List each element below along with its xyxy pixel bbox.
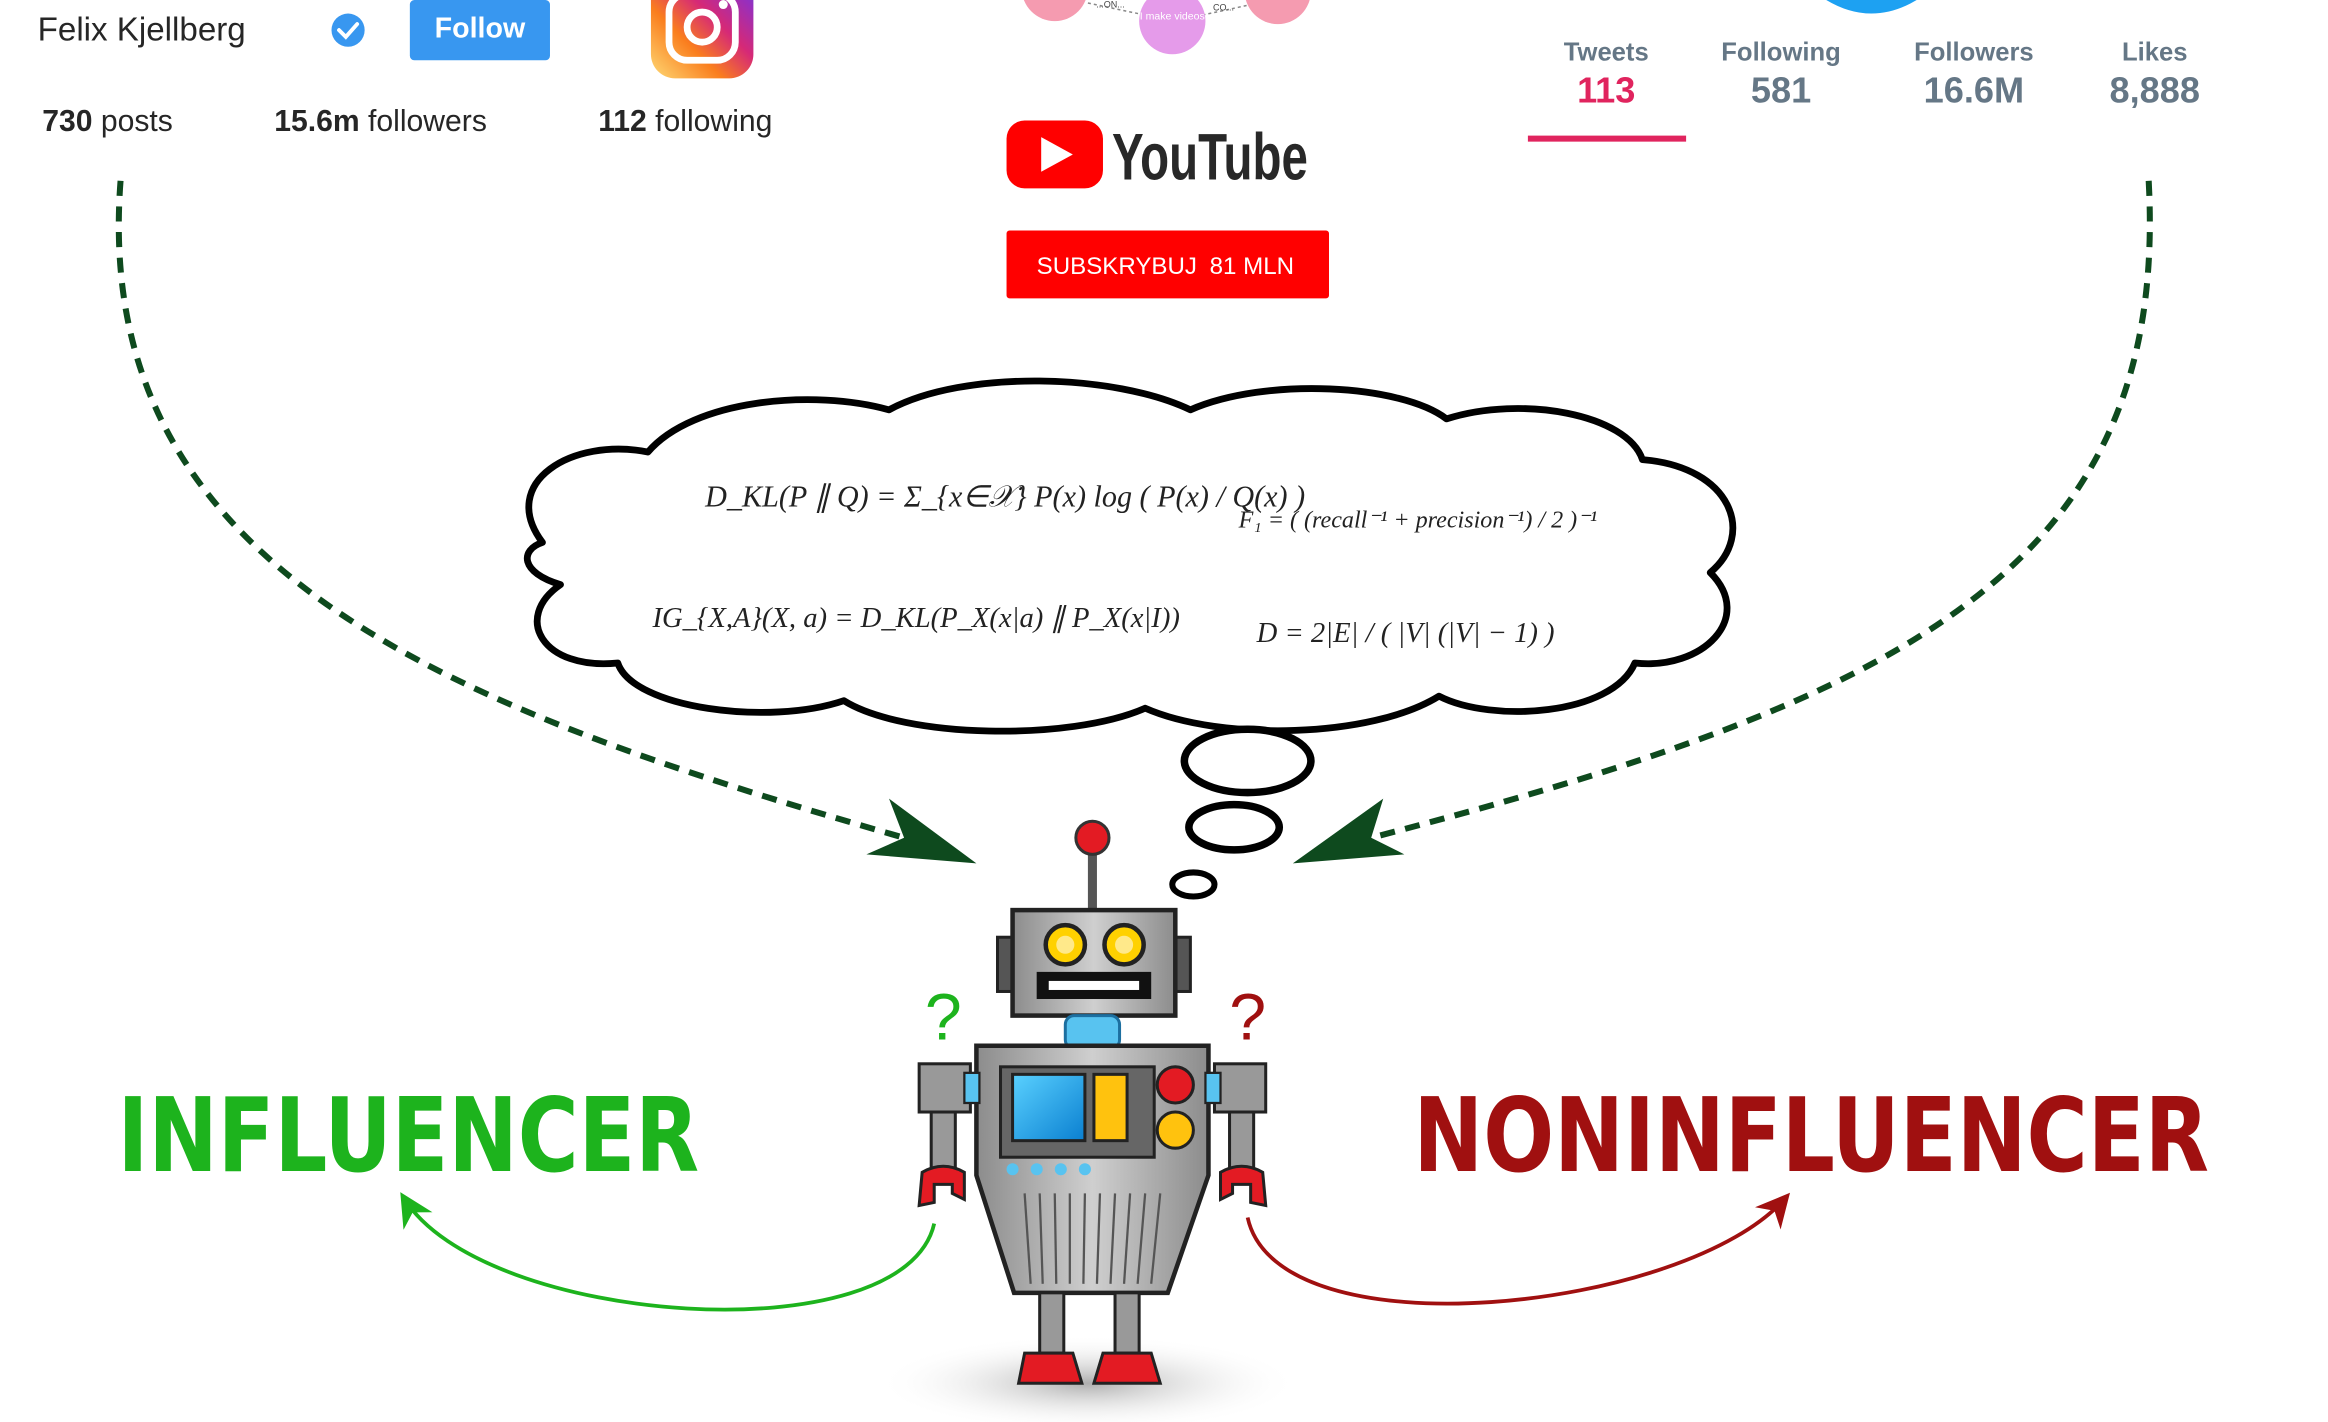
label-noninfluencer: NONINFLUENCER [1413,1077,2209,1196]
formula-kl-divergence: D_KL(P ∥ Q) = Σ_{x∈𝒳} P(x) log ( P(x) / … [704,479,1305,513]
formula-f1-score: F₁ = ( (recall⁻¹ + precision⁻¹) / 2 )⁻¹ [1238,507,1598,533]
dashed-arrow-right [1292,180,2153,864]
followers-tab-value: 16.6M [1924,69,2025,110]
twitter-stat-likes[interactable]: Likes 8,888 [2109,38,2199,110]
subscribe-button[interactable] [1006,230,1329,299]
following-tab-value: 581 [1751,69,1811,110]
twitter-profile-stats: Tweets 113 Following 581 Followers 16.6M… [1527,0,2200,142]
following-label: following [655,105,772,138]
twitter-bird-icon [1826,0,1917,14]
robot-shadow [877,1335,1299,1422]
thought-bubble-small [1169,869,1218,900]
instagram-followers-stat: 15.6m followers [274,105,487,138]
thought-bubble-large [1180,725,1315,797]
posts-count: 730 [42,105,92,138]
mini-graph-label-left: ...ON... [1096,0,1125,10]
arrow-to-noninfluencer [1245,1192,1791,1306]
thought-cloud: D_KL(P ∥ Q) = Σ_{x∈𝒳} P(x) log ( P(x) / … [523,377,1737,900]
twitter-stat-followers[interactable]: Followers 16.6M [1914,38,2034,110]
twitter-stat-tweets[interactable]: Tweets 113 [1527,38,1687,142]
instagram-profile: Felix Kjellberg Follow 730 posts 15.6m f… [38,0,772,138]
posts-label: posts [101,105,173,138]
instagram-posts-stat: 730 posts [42,105,173,138]
instagram-following-stat: 112 following [598,105,772,138]
likes-tab-label: Likes [2122,38,2188,66]
arrow-to-influencer [400,1192,937,1312]
tweets-label: Tweets [1564,38,1649,66]
likes-tab-value: 8,888 [2109,69,2199,110]
youtube-logo-icon [1006,120,1103,189]
robot-classifier-icon [877,819,1299,1422]
formula-graph-density: D = 2|E| / ( |V| (|V| − 1) ) [1256,617,1555,649]
subscribe-count: 81 MLN [1210,253,1294,280]
question-mark-green: ? [925,981,962,1055]
arrowhead-left [866,798,977,864]
verified-badge-icon [331,13,365,47]
followers-tab-label: Followers [1914,38,2034,66]
question-mark-red: ? [1229,981,1266,1055]
subscribe-label: SUBSKRYBUJ [1037,253,1197,280]
mini-graph-label-right: CO... [1213,3,1234,13]
active-tab-underline [1527,135,1687,142]
followers-label: followers [368,105,487,138]
thought-bubble-medium [1185,800,1284,854]
subscribe-button-label: SUBSKRYBUJ 81 MLN [1037,253,1294,280]
formula-information-gain: IG_{X,A}(X, a) = D_KL(P_X(x|a) ∥ P_X(x|I… [651,602,1179,634]
dashed-arrow-left [115,180,977,864]
mini-graph-icon: I make videos CO... ...ON... [1023,0,1310,55]
youtube-channel: I make videos CO... ...ON... YouTube SUB… [1006,0,1329,299]
following-count: 112 [598,105,647,138]
instagram-username: Felix Kjellberg [38,12,246,49]
youtube-logo-text: YouTube [1112,120,1308,194]
arrowhead-right [1292,798,1405,864]
instagram-logo-icon [650,0,754,79]
following-tab-label: Following [1721,38,1840,66]
mini-graph-label-center: I make videos [1140,11,1205,23]
label-influencer: INFLUENCER [118,1077,700,1196]
followers-count: 15.6m [274,105,359,138]
follow-button-label: Follow [435,13,526,45]
follow-button[interactable] [409,0,550,61]
twitter-stat-following[interactable]: Following 581 [1721,38,1840,110]
tweets-value: 113 [1577,69,1635,110]
